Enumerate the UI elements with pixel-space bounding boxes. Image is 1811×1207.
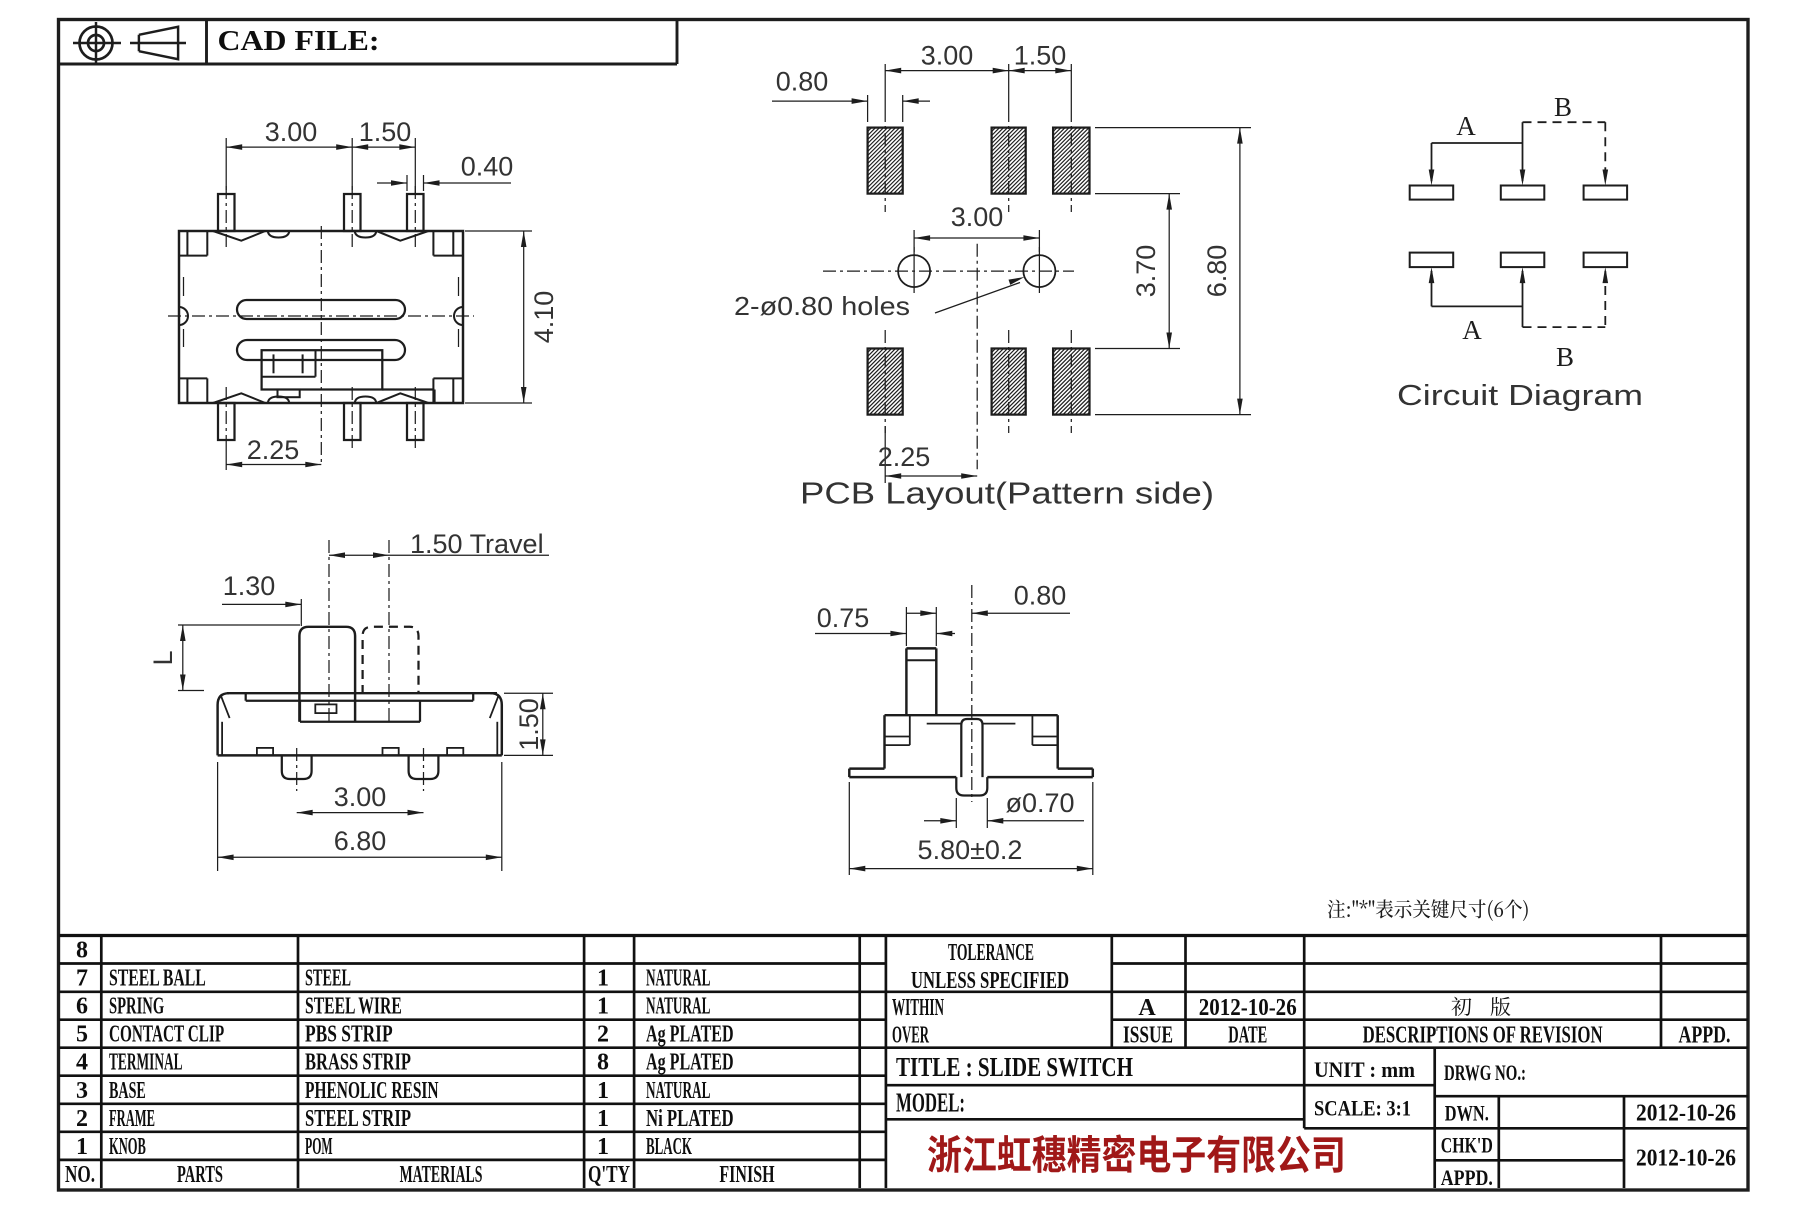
svg-text:CAD FILE:: CAD FILE: — [218, 25, 380, 57]
svg-text:1.50: 1.50 — [359, 117, 412, 147]
svg-text:UNIT : mm: UNIT : mm — [1314, 1057, 1415, 1082]
svg-text:4: 4 — [76, 1050, 88, 1076]
svg-text:3.00: 3.00 — [951, 202, 1004, 232]
svg-text:1: 1 — [597, 1078, 609, 1104]
svg-text:6.80: 6.80 — [1202, 245, 1232, 298]
svg-text:TERMINAL: TERMINAL — [109, 1050, 183, 1076]
svg-text:MODEL:: MODEL: — [896, 1088, 965, 1118]
svg-text:CONTACT CLIP: CONTACT CLIP — [109, 1022, 224, 1048]
svg-text:TITLE : SLIDE SWITCH: TITLE : SLIDE SWITCH — [896, 1052, 1133, 1082]
svg-text:WITHIN: WITHIN — [892, 995, 944, 1021]
svg-text:Q'TY: Q'TY — [588, 1162, 630, 1188]
svg-text:UNLESS SPECIFIED: UNLESS SPECIFIED — [911, 968, 1069, 994]
svg-text:STEEL STRIP: STEEL STRIP — [305, 1106, 411, 1132]
svg-text:STEEL WIRE: STEEL WIRE — [305, 994, 402, 1020]
svg-text:7: 7 — [76, 966, 88, 992]
svg-text:1: 1 — [597, 966, 609, 992]
svg-text:NATURAL: NATURAL — [646, 1078, 710, 1104]
svg-text:1.50 Travel: 1.50 Travel — [410, 529, 544, 559]
svg-text:STEEL BALL: STEEL BALL — [109, 966, 206, 992]
svg-text:CHK'D: CHK'D — [1441, 1133, 1493, 1158]
svg-text:PCB Layout(Pattern side): PCB Layout(Pattern side) — [800, 476, 1214, 511]
svg-text:A: A — [1462, 315, 1482, 345]
svg-text:2.25: 2.25 — [247, 435, 300, 465]
svg-text:SCALE: 3:1: SCALE: 3:1 — [1314, 1096, 1411, 1121]
svg-text:APPD.: APPD. — [1679, 1023, 1731, 1049]
svg-text:DRWG NO.:: DRWG NO.: — [1444, 1060, 1526, 1085]
svg-text:3.70: 3.70 — [1131, 245, 1161, 298]
svg-text:1: 1 — [76, 1134, 88, 1160]
svg-text:OVER: OVER — [892, 1023, 929, 1049]
svg-text:B: B — [1556, 342, 1574, 372]
svg-text:B: B — [1554, 92, 1572, 122]
svg-text:2.25: 2.25 — [878, 442, 931, 472]
svg-text:1: 1 — [597, 1106, 609, 1132]
svg-text:STEEL: STEEL — [305, 966, 351, 992]
svg-text:BRASS STRIP: BRASS STRIP — [305, 1050, 411, 1076]
svg-text:1.50: 1.50 — [514, 698, 544, 751]
svg-text:6: 6 — [76, 994, 88, 1020]
svg-text:FINISH: FINISH — [719, 1162, 774, 1188]
svg-text:DESCRIPTIONS OF REVISION: DESCRIPTIONS OF REVISION — [1363, 1023, 1603, 1049]
svg-text:1: 1 — [597, 1134, 609, 1160]
svg-text:BLACK: BLACK — [646, 1134, 692, 1160]
svg-text:Ag PLATED: Ag PLATED — [646, 1050, 734, 1076]
svg-text:2: 2 — [76, 1106, 88, 1132]
svg-text:3: 3 — [76, 1078, 88, 1104]
svg-text:4.10: 4.10 — [529, 291, 559, 344]
svg-text:Ag PLATED: Ag PLATED — [646, 1022, 734, 1048]
svg-text:0.80: 0.80 — [776, 67, 829, 97]
svg-text:Ni PLATED: Ni PLATED — [646, 1106, 734, 1132]
svg-text:1.50: 1.50 — [1014, 41, 1067, 71]
svg-text:DWN.: DWN. — [1445, 1101, 1489, 1126]
svg-text:DATE: DATE — [1228, 1023, 1267, 1049]
svg-text:0.40: 0.40 — [461, 152, 514, 182]
svg-text:8: 8 — [76, 938, 88, 964]
svg-text:0.80: 0.80 — [1014, 581, 1067, 611]
svg-text:Circuit Diagram: Circuit Diagram — [1397, 380, 1643, 412]
svg-text:2012-10-26: 2012-10-26 — [1636, 1101, 1736, 1127]
svg-text:BASE: BASE — [109, 1078, 146, 1104]
svg-text:PHENOLIC RESIN: PHENOLIC RESIN — [305, 1078, 439, 1104]
svg-text:1: 1 — [597, 994, 609, 1020]
svg-text:PARTS: PARTS — [177, 1162, 223, 1188]
svg-text:A: A — [1138, 995, 1156, 1021]
svg-text:FRAME: FRAME — [109, 1106, 155, 1132]
svg-text:5.80±0.2: 5.80±0.2 — [918, 835, 1023, 865]
svg-text:KNOB: KNOB — [109, 1134, 146, 1160]
svg-text:L: L — [148, 650, 178, 665]
svg-text:APPD.: APPD. — [1441, 1165, 1493, 1190]
svg-text:2-ø0.80 holes: 2-ø0.80 holes — [734, 291, 910, 321]
svg-text:5: 5 — [76, 1022, 88, 1048]
svg-text:TOLERANCE: TOLERANCE — [948, 940, 1034, 966]
svg-text:3.00: 3.00 — [334, 782, 387, 812]
svg-text:6.80: 6.80 — [334, 826, 387, 856]
svg-text:MATERIALS: MATERIALS — [400, 1162, 483, 1188]
svg-text:NO.: NO. — [65, 1162, 95, 1188]
svg-text:8: 8 — [597, 1050, 609, 1076]
svg-text:NATURAL: NATURAL — [646, 994, 710, 1020]
svg-text:3.00: 3.00 — [265, 117, 318, 147]
svg-text:ø0.70: ø0.70 — [1005, 788, 1074, 818]
svg-text:3.00: 3.00 — [921, 41, 974, 71]
svg-text:1.30: 1.30 — [223, 571, 276, 601]
svg-text:2012-10-26: 2012-10-26 — [1636, 1146, 1736, 1172]
svg-text:0.75: 0.75 — [817, 603, 870, 633]
svg-text:POM: POM — [305, 1134, 333, 1160]
svg-text:PBS STRIP: PBS STRIP — [305, 1022, 393, 1048]
svg-text:2: 2 — [597, 1022, 609, 1048]
svg-text:2012-10-26: 2012-10-26 — [1199, 995, 1297, 1021]
svg-text:ISSUE: ISSUE — [1123, 1023, 1173, 1049]
svg-text:A: A — [1456, 111, 1476, 141]
svg-text:SPRING: SPRING — [109, 994, 164, 1020]
svg-text:NATURAL: NATURAL — [646, 966, 710, 992]
